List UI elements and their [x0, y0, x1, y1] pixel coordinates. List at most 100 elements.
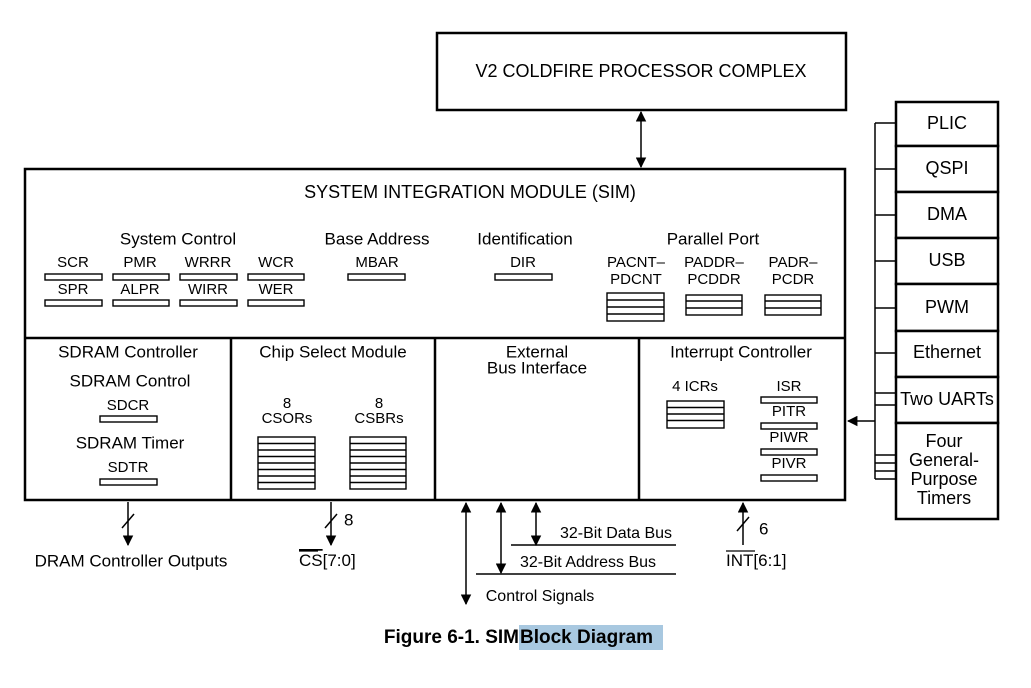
- cs-signal-suffix: [7:0]: [323, 551, 356, 570]
- data-bus-label: 32-Bit Data Bus: [560, 525, 672, 542]
- csbr-register-stack: [349, 436, 407, 490]
- processor-complex-label: V2 COLDFIRE PROCESSOR COMPLEX: [475, 61, 806, 81]
- register-dir: DIR: [510, 254, 536, 271]
- register-bar: [99, 415, 158, 423]
- paddr-register-stack: [685, 294, 743, 316]
- chip-select-title: Chip Select Module: [259, 342, 406, 361]
- sdram-timer-label: SDRAM Timer: [76, 433, 185, 452]
- pdcnt-label: PDCNT: [610, 271, 662, 288]
- register-bar: [494, 273, 553, 281]
- timers-line-1: Four: [925, 431, 962, 451]
- register-sdtr: SDTR: [108, 459, 149, 476]
- peripheral-box-qspi: [894, 144, 1000, 194]
- caption-highlight-text: Block Diagram: [520, 627, 653, 648]
- timers-line-4: Timers: [917, 488, 971, 508]
- external-bus-label-1: External: [506, 342, 568, 361]
- csbr-count: 8: [375, 395, 383, 412]
- cs-bus-slash: [324, 513, 338, 529]
- int-width-label: 6: [759, 519, 768, 538]
- register-bar: [760, 422, 818, 430]
- identification-title: Identification: [477, 229, 572, 248]
- peripheral-box-plic: [894, 100, 1000, 148]
- peripheral-dma: DMA: [927, 204, 967, 224]
- register-bar: [760, 448, 818, 456]
- peripheral-pwm: PWM: [925, 297, 969, 317]
- register-pivr: PIVR: [771, 455, 806, 472]
- csor-label: CSORs: [262, 410, 313, 427]
- register-bar: [112, 273, 170, 281]
- peripheral-box-dma: [894, 190, 1000, 240]
- register-bar: [44, 273, 103, 281]
- dram-outputs-label: DRAM Controller Outputs: [35, 551, 228, 570]
- register-bar: [760, 474, 818, 482]
- register-mbar: MBAR: [355, 254, 399, 271]
- peripheral-usb: USB: [928, 250, 965, 270]
- register-sdcr: SDCR: [107, 397, 150, 414]
- caption-prefix: Figure 6-1. SIM: [384, 627, 519, 648]
- register-pitr: PITR: [772, 403, 806, 420]
- register-bar: [247, 299, 305, 307]
- peripheral-plic: PLIC: [927, 113, 967, 133]
- register-scr: SCR: [57, 254, 89, 271]
- csor-count: 8: [283, 395, 291, 412]
- padr-register-stack: [764, 294, 822, 316]
- control-signals-label: Control Signals: [486, 588, 595, 605]
- csbr-label: CSBRs: [354, 410, 403, 427]
- interrupt-controller-title: Interrupt Controller: [670, 342, 812, 361]
- register-bar: [760, 396, 818, 404]
- sim-title: SYSTEM INTEGRATION MODULE (SIM): [304, 182, 636, 202]
- sdram-control-label: SDRAM Control: [70, 371, 191, 390]
- register-bar: [179, 273, 238, 281]
- parallel-port-title: Parallel Port: [667, 229, 760, 248]
- timers-line-2: General-: [909, 450, 979, 470]
- base-address-title: Base Address: [325, 229, 430, 248]
- peripheral-qspi: QSPI: [925, 158, 968, 178]
- external-bus-label-2: Bus Interface: [487, 358, 587, 377]
- register-piwr: PIWR: [769, 429, 808, 446]
- sdram-controller-title: SDRAM Controller: [58, 342, 198, 361]
- paddr-label: PADDR–: [684, 254, 744, 271]
- peripheral-box-pwm: [894, 282, 1000, 333]
- register-bar: [99, 478, 158, 486]
- dram-bus-slash: [121, 513, 135, 529]
- register-wer: WER: [259, 281, 294, 298]
- register-wrrr: WRRR: [185, 254, 232, 271]
- register-alpr: ALPR: [120, 281, 159, 298]
- register-bar: [179, 299, 238, 307]
- peripheral-ethernet: Ethernet: [913, 342, 981, 362]
- register-wirr: WIRR: [188, 281, 228, 298]
- register-bar: [347, 273, 406, 281]
- peripheral-box-usb: [894, 236, 1000, 286]
- timers-line-3: Purpose: [910, 469, 977, 489]
- peripheral-box-uarts: [894, 375, 1000, 425]
- peripheral-bus: [874, 122, 896, 480]
- register-pmr: PMR: [123, 254, 157, 271]
- pacnt-register-stack: [606, 292, 665, 322]
- peripheral-box-timers: [894, 421, 1000, 521]
- int-signal-suffix: [6:1]: [753, 551, 786, 570]
- int-bus-slash: [736, 516, 750, 532]
- csor-register-stack: [257, 436, 316, 490]
- address-bus-label: 32-Bit Address Bus: [520, 554, 656, 571]
- padr-label: PADR–: [769, 254, 819, 271]
- pcdr-label: PCDR: [772, 271, 815, 288]
- pcddr-label: PCDDR: [687, 271, 741, 288]
- caption-highlight: [519, 625, 663, 650]
- pacnt-label: PACNT–: [607, 254, 666, 271]
- cs-signal-label: CS[7:0]: [299, 551, 356, 570]
- int-signal-label: INT[6:1]: [726, 551, 786, 570]
- peripheral-uarts: Two UARTs: [900, 389, 994, 409]
- system-control-title: System Control: [120, 229, 236, 248]
- peripheral-column: [894, 100, 1000, 521]
- icr-register-stack: [666, 400, 725, 429]
- register-bar: [112, 299, 170, 307]
- int-signal-prefix: INT: [726, 551, 753, 570]
- register-isr: ISR: [776, 378, 801, 395]
- processor-complex-box: [435, 31, 848, 112]
- register-bar: [247, 273, 305, 281]
- icr-label: 4 ICRs: [672, 378, 718, 395]
- register-spr: SPR: [58, 281, 89, 298]
- register-bar: [44, 299, 103, 307]
- cs-width-label: 8: [344, 510, 353, 529]
